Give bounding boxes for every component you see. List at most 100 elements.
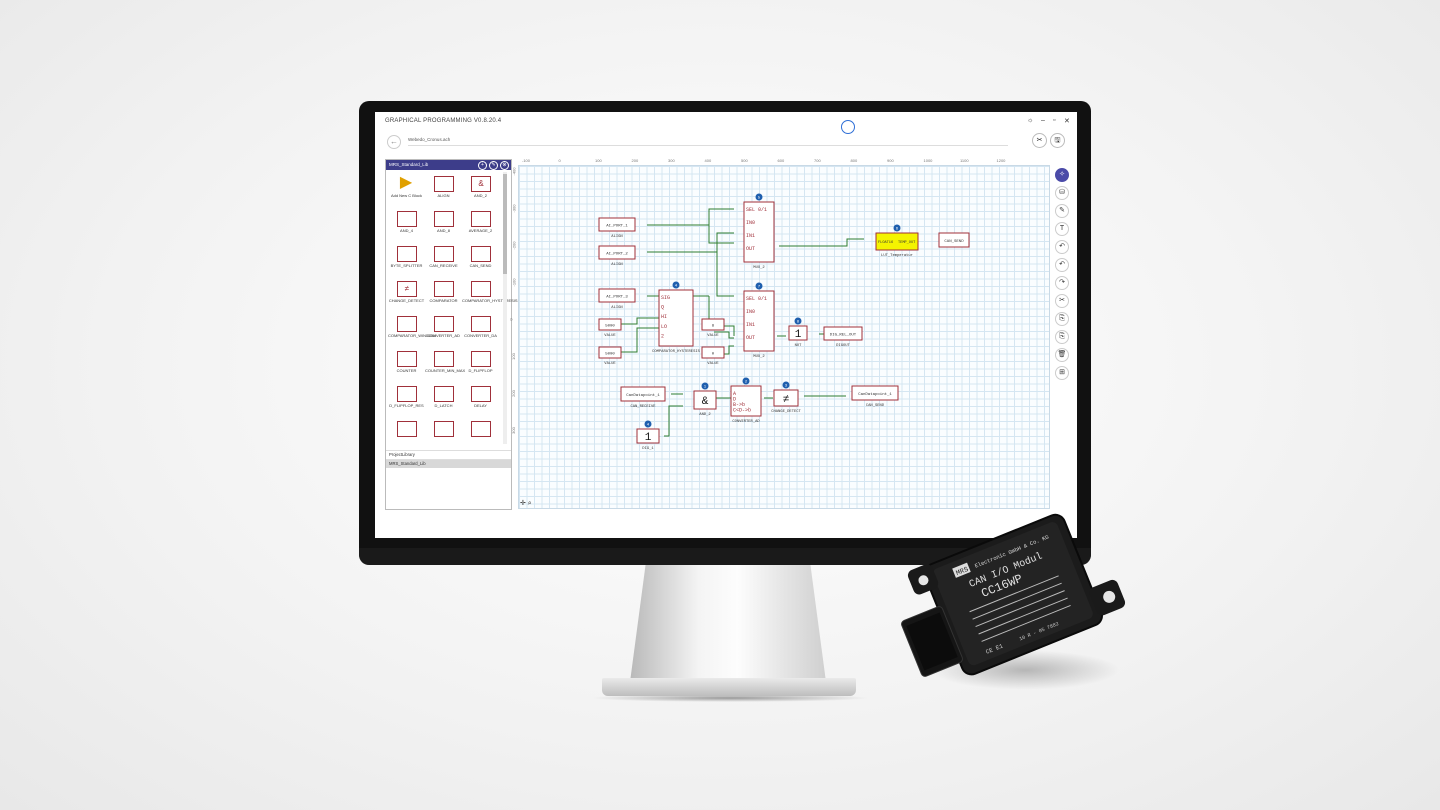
- block-body: [730, 385, 762, 417]
- library-item[interactable]: CONVERTER_AD: [425, 312, 462, 348]
- block-pin-label: IN0: [746, 309, 755, 315]
- block-pin-label: OUT: [746, 335, 755, 341]
- remove-icon[interactable]: ⊗: [500, 161, 509, 170]
- side-tool-button[interactable]: T: [1055, 222, 1069, 236]
- block-and[interactable]: &AND_21: [693, 382, 717, 418]
- block-index-label: 8: [797, 321, 800, 325]
- library-item[interactable]: AND_8: [425, 207, 462, 243]
- library-item-label: COUNTER: [396, 368, 417, 373]
- scrollbar-thumb[interactable]: [503, 174, 507, 274]
- library-item[interactable]: D_LATCH: [425, 382, 462, 418]
- side-tool-button[interactable]: ↶: [1055, 258, 1069, 272]
- side-tool-button[interactable]: ✂: [1055, 294, 1069, 308]
- library-item[interactable]: CAN_SEND: [462, 242, 499, 278]
- block-symbol-icon: &: [471, 176, 491, 192]
- library-item[interactable]: D_FLIPFLOP: [462, 347, 499, 383]
- block-body: [693, 390, 717, 410]
- library-item[interactable]: ▶Add New C Block: [388, 172, 425, 208]
- block-pin-label: A: [733, 391, 736, 397]
- side-tool-button[interactable]: 🗑: [1055, 348, 1069, 362]
- side-tool-button[interactable]: ⎘: [1055, 330, 1069, 344]
- block-body: [636, 428, 660, 444]
- zoom-tools[interactable]: ✛ ⌕: [520, 500, 532, 507]
- block-pin-label: SEL 0/1: [746, 296, 767, 302]
- library-item[interactable]: [425, 417, 462, 453]
- app-logo-icon: [841, 120, 855, 134]
- save-button[interactable]: 🖫: [1050, 133, 1065, 148]
- library-item[interactable]: D_FLIPFLOP_RES: [388, 382, 425, 418]
- block-text: AI_PORT_2: [606, 253, 628, 257]
- library-item[interactable]: COUNTER_MIN_MAX: [425, 347, 465, 383]
- side-tool-button[interactable]: ↶: [1055, 240, 1069, 254]
- library-item[interactable]: COMPARATOR_WINDOW: [388, 312, 436, 348]
- tab-standard-lib[interactable]: MRS_Standard_Lib: [386, 459, 511, 468]
- block-index-badge: [755, 282, 763, 290]
- block-text: AI_PORT_1: [606, 225, 628, 229]
- minimize-button[interactable]: –: [1041, 117, 1045, 124]
- settings-icon[interactable]: ☼: [1027, 117, 1034, 124]
- side-tool-button[interactable]: ✎: [1055, 204, 1069, 218]
- library-title: MRS_Standard_Lib: [389, 162, 429, 167]
- maximize-button[interactable]: ▫: [1053, 117, 1056, 124]
- cut-button[interactable]: ✂: [1032, 133, 1047, 148]
- block-body: [743, 290, 775, 352]
- tab-project-library[interactable]: ProjectLibrary: [386, 450, 511, 459]
- library-item[interactable]: [462, 417, 499, 453]
- project-path-field[interactable]: Webedo_Cronus.ach: [408, 137, 1008, 146]
- library-item[interactable]: CAN_RECEIVE: [425, 242, 462, 278]
- library-item-label: D_LATCH: [434, 403, 453, 408]
- block-symbol-icon: [434, 176, 454, 192]
- block-caption: ALIGN: [611, 235, 622, 239]
- block-symbol-icon: [471, 316, 491, 332]
- block-symbol-icon: [471, 351, 491, 367]
- library-item[interactable]: COMPARATOR_HYSTERESIS: [462, 277, 518, 313]
- library-item[interactable]: ≠CHANGE_DETECT: [388, 277, 425, 313]
- side-tool-button[interactable]: ↷: [1055, 276, 1069, 290]
- library-item[interactable]: ALIGN: [425, 172, 462, 208]
- block-cansend1[interactable]: CAN_SEND: [938, 232, 970, 248]
- library-item[interactable]: COUNTER: [388, 347, 425, 383]
- block-symbol-icon: [434, 211, 454, 227]
- block-index-label: 1: [704, 386, 707, 390]
- arrow-left-icon[interactable]: ←: [387, 135, 401, 149]
- edit-icon[interactable]: ✎: [489, 161, 498, 170]
- side-tool-button[interactable]: ⛁: [1055, 186, 1069, 200]
- side-tool-button[interactable]: ⊞: [1055, 366, 1069, 380]
- side-tool-button[interactable]: ⎘: [1055, 312, 1069, 326]
- library-scrollbar[interactable]: [503, 172, 507, 444]
- library-item-label: COMPARATOR_HYSTERESIS: [462, 298, 518, 303]
- library-item[interactable]: [388, 417, 425, 453]
- library-item[interactable]: &AND_2: [462, 172, 499, 208]
- library-item[interactable]: CONVERTER_DA: [462, 312, 499, 348]
- library-item[interactable]: DELAY: [462, 382, 499, 418]
- close-button[interactable]: ✕: [1064, 118, 1070, 125]
- block-pin-label: IN1: [746, 233, 755, 239]
- library-item[interactable]: AND_4: [388, 207, 425, 243]
- library-item[interactable]: COMPARATOR: [425, 277, 462, 313]
- block-caption: NOT: [795, 344, 803, 348]
- side-tool-button[interactable]: ✧: [1055, 168, 1069, 182]
- add-icon[interactable]: +: [478, 161, 487, 170]
- library-item[interactable]: AVERAGE_2: [462, 207, 499, 243]
- library-item[interactable]: BYTE_SPLITTER: [388, 242, 425, 278]
- block-body: [598, 217, 636, 232]
